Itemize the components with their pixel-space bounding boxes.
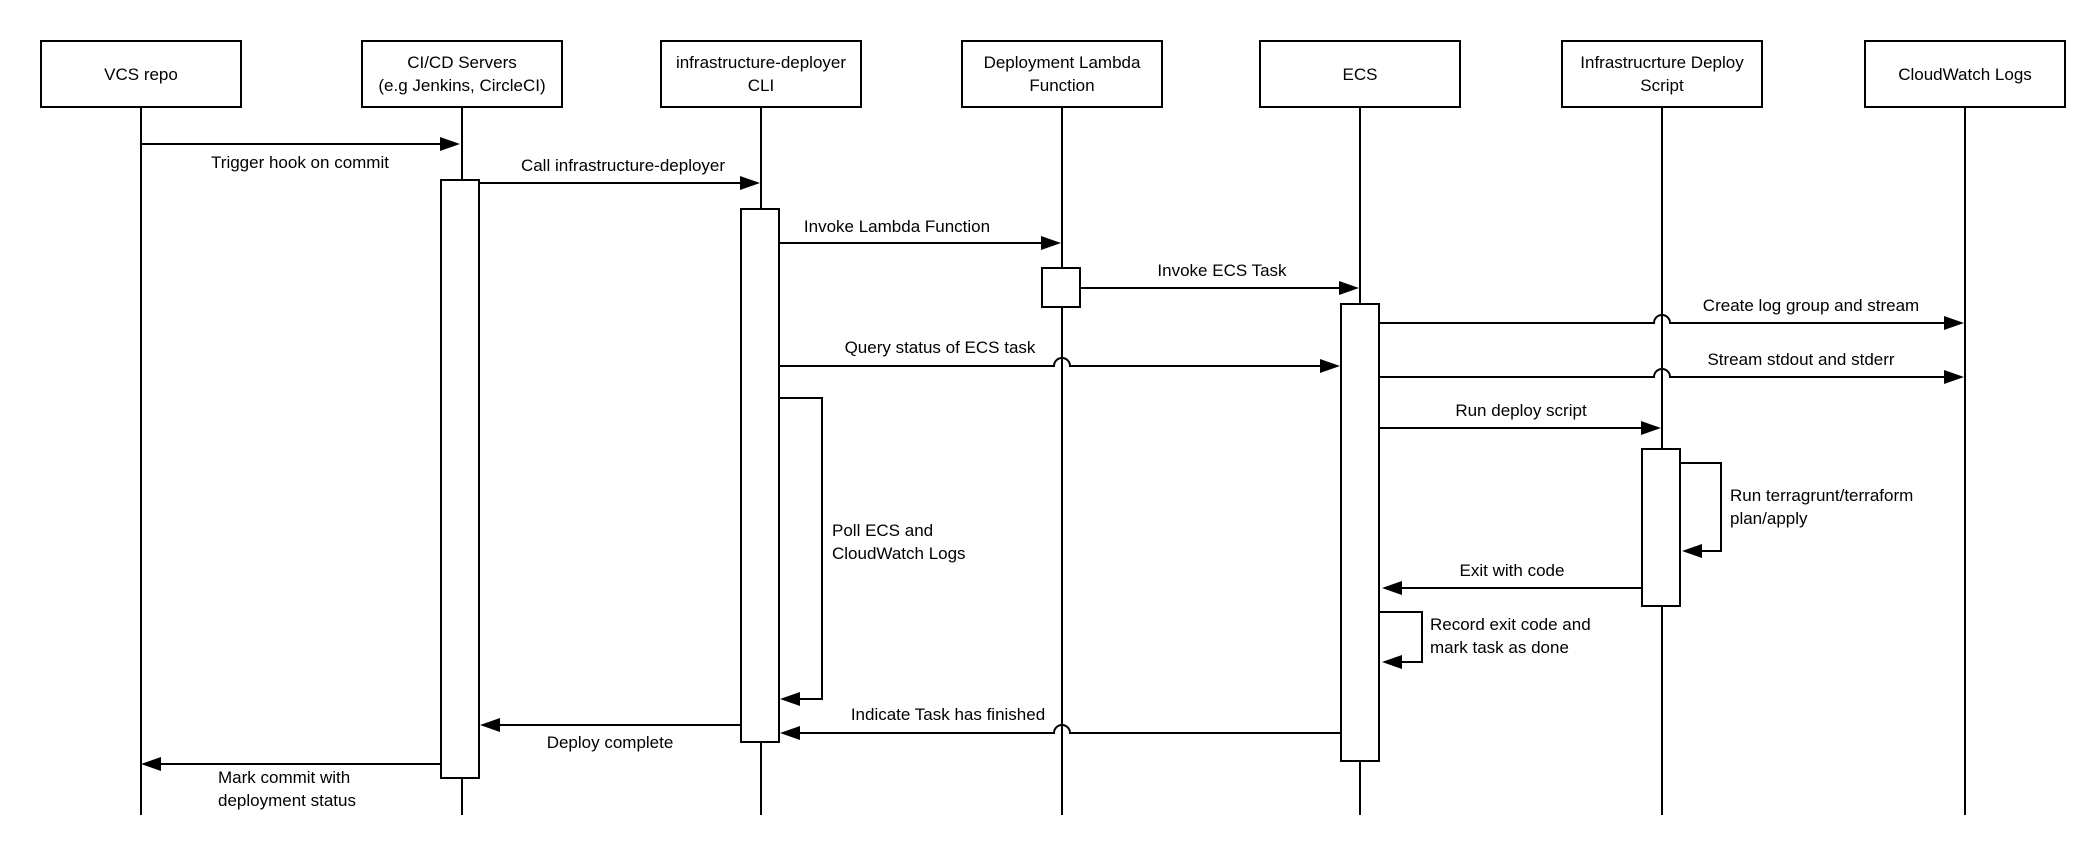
participant-cloudwatch-logs: CloudWatch Logs [1864, 40, 2066, 108]
label-deploy-complete: Deploy complete [546, 733, 674, 752]
label-invoke-lambda: Invoke Lambda Function [803, 217, 991, 236]
arrow-trigger-hook [142, 137, 460, 151]
participant-deployment-lambda-function: Deployment Lambda Function [961, 40, 1163, 108]
label-trigger-hook: Trigger hook on commit [211, 153, 389, 172]
arrow-deploy-complete [480, 718, 740, 732]
participant-ecs: ECS [1259, 40, 1461, 108]
label-query-status: Query status of ECS task [844, 338, 1036, 357]
label-call-deployer: Call infrastructure-deployer [520, 156, 726, 175]
arrow-run-terragrunt-self-loop [1681, 462, 1722, 558]
label-indicate-finished: Indicate Task has finished [850, 705, 1046, 724]
participant-infrastructure-deploy-script: Infrastrucrture Deploy Script [1561, 40, 1763, 108]
participant-vcs-repo: VCS repo [40, 40, 242, 108]
activation-infrastructure-deploy-script [1641, 448, 1681, 607]
activation-cicd-servers [440, 179, 480, 779]
arrow-run-deploy-script [1380, 421, 1661, 435]
arrow-invoke-ecs-task [1081, 281, 1359, 295]
participant-infrastructure-deployer-cli: infrastructure-deployer CLI [660, 40, 862, 108]
label-run-deploy-script: Run deploy script [1455, 401, 1587, 420]
arrow-indicate-finished [780, 724, 1340, 740]
activation-deployment-lambda-function [1041, 267, 1081, 308]
activation-infrastructure-deployer-cli [740, 208, 780, 743]
activation-ecs [1340, 303, 1380, 762]
label-exit-with-code: Exit with code [1459, 561, 1565, 580]
arrow-stream-stdout [1380, 368, 1964, 384]
lifeline-cloudwatch-logs [1964, 106, 1966, 815]
label-invoke-ecs-task: Invoke ECS Task [1157, 261, 1287, 280]
label-create-log-group: Create log group and stream [1702, 296, 1920, 315]
arrow-query-status [780, 357, 1340, 373]
lifeline-vcs-repo [140, 106, 142, 815]
label-run-terragrunt: Run terragrunt/terraform plan/apply [1730, 486, 1914, 528]
arrow-poll-ecs-self-loop [780, 397, 823, 706]
label-mark-commit: Mark commit with deployment status [218, 768, 356, 810]
arrow-exit-with-code [1382, 581, 1641, 595]
arrow-create-log-group [1380, 314, 1964, 330]
arrow-record-exit-code-self-loop [1380, 611, 1423, 669]
arrow-invoke-lambda [780, 236, 1061, 250]
participant-cicd-servers: CI/CD Servers (e.g Jenkins, CircleCI) [361, 40, 563, 108]
lifeline-deployment-lambda-function [1061, 106, 1063, 815]
label-stream-stdout: Stream stdout and stderr [1707, 350, 1895, 369]
label-poll-ecs: Poll ECS and CloudWatch Logs [832, 521, 966, 563]
label-record-exit-code: Record exit code and mark task as done [1430, 615, 1591, 657]
arrow-call-deployer [480, 176, 760, 190]
